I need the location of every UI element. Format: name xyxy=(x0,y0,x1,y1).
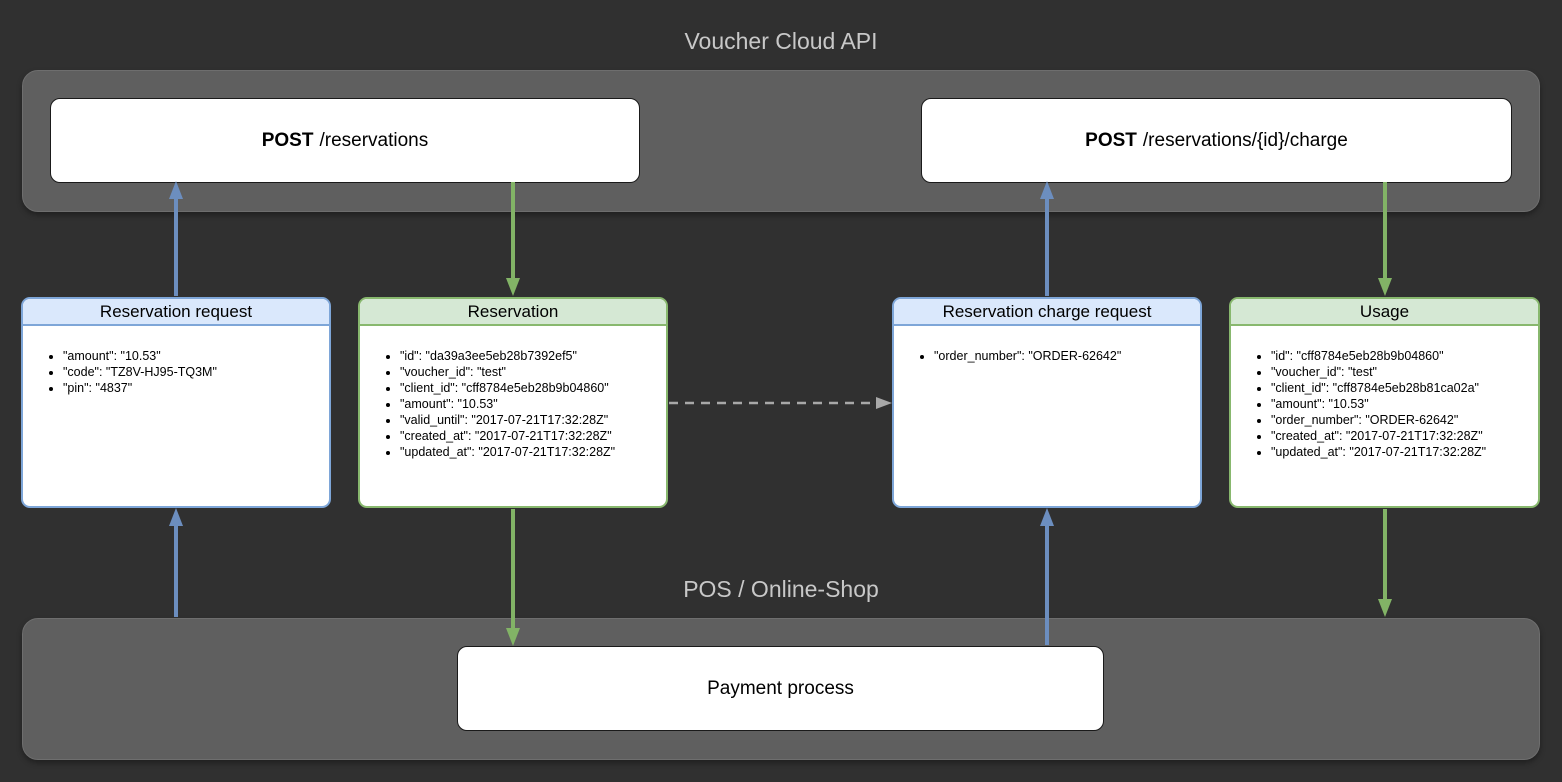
card-title: Reservation request xyxy=(23,299,329,326)
field-item: "created_at": "2017-07-21T17:32:28Z" xyxy=(1271,428,1538,444)
field-item: "amount": "10.53" xyxy=(1271,396,1538,412)
payment-process-label: Payment process xyxy=(707,677,854,699)
endpoint-method: POST xyxy=(1085,129,1137,151)
card-usage: Usage "id": "cff8784e5eb28b9b04860" "vou… xyxy=(1229,297,1540,508)
field-item: "updated_at": "2017-07-21T17:32:28Z" xyxy=(400,444,666,460)
request-arrow-charge-request-to-api xyxy=(1040,181,1054,296)
field-item: "voucher_id": "test" xyxy=(1271,364,1538,380)
field-item: "client_id": "cff8784e5eb28b81ca02a" xyxy=(1271,380,1538,396)
endpoint-path: /reservations/{id}/charge xyxy=(1142,129,1348,151)
response-arrow-usage-to-shop xyxy=(1378,509,1392,617)
field-item: "code": "TZ8V-HJ95-TQ3M" xyxy=(63,364,329,380)
field-list: "id": "da39a3ee5eb28b7392ef5" "voucher_i… xyxy=(360,326,666,460)
response-arrow-reservation-to-payment xyxy=(506,509,520,646)
shop-group-title: POS / Online-Shop xyxy=(683,576,879,602)
field-item: "voucher_id": "test" xyxy=(400,364,666,380)
response-arrow-api-to-usage xyxy=(1378,182,1392,296)
request-arrow-shop-to-reservation-request xyxy=(169,508,183,617)
field-item: "order_number": "ORDER-62642" xyxy=(934,348,1200,364)
endpoint-method: POST xyxy=(261,129,314,151)
field-item: "order_number": "ORDER-62642" xyxy=(1271,412,1538,428)
card-title: Usage xyxy=(1231,299,1538,326)
endpoint-charge-reservation[interactable]: POST /reservations/{id}/charge xyxy=(921,98,1512,183)
field-item: "amount": "10.53" xyxy=(63,348,329,364)
field-list: "order_number": "ORDER-62642" xyxy=(894,326,1200,364)
field-item: "id": "cff8784e5eb28b9b04860" xyxy=(1271,348,1538,364)
endpoint-create-reservation[interactable]: POST /reservations xyxy=(50,98,640,183)
card-title: Reservation xyxy=(360,299,666,326)
response-arrow-api-to-reservation xyxy=(506,182,520,296)
field-item: "amount": "10.53" xyxy=(400,396,666,412)
field-item: "id": "da39a3ee5eb28b7392ef5" xyxy=(400,348,666,364)
card-reservation-charge-request: Reservation charge request "order_number… xyxy=(892,297,1202,508)
card-reservation-request: Reservation request "amount": "10.53" "c… xyxy=(21,297,331,508)
field-item: "client_id": "cff8784e5eb28b9b04860" xyxy=(400,380,666,396)
card-title: Reservation charge request xyxy=(894,299,1200,326)
field-list: "amount": "10.53" "code": "TZ8V-HJ95-TQ3… xyxy=(23,326,329,396)
api-group-title: Voucher Cloud API xyxy=(684,28,878,54)
dashed-arrow-reservation-to-charge-request xyxy=(669,397,892,409)
request-arrow-reservation-request-to-api xyxy=(169,181,183,296)
field-item: "valid_until": "2017-07-21T17:32:28Z" xyxy=(400,412,666,428)
card-reservation: Reservation "id": "da39a3ee5eb28b7392ef5… xyxy=(358,297,668,508)
field-item: "pin": "4837" xyxy=(63,380,329,396)
payment-process-box[interactable]: Payment process xyxy=(457,646,1104,731)
field-list: "id": "cff8784e5eb28b9b04860" "voucher_i… xyxy=(1231,326,1538,460)
request-arrow-payment-to-charge-request xyxy=(1040,508,1054,645)
field-item: "created_at": "2017-07-21T17:32:28Z" xyxy=(400,428,666,444)
field-item: "updated_at": "2017-07-21T17:32:28Z" xyxy=(1271,444,1538,460)
endpoint-path: /reservations xyxy=(319,129,429,151)
